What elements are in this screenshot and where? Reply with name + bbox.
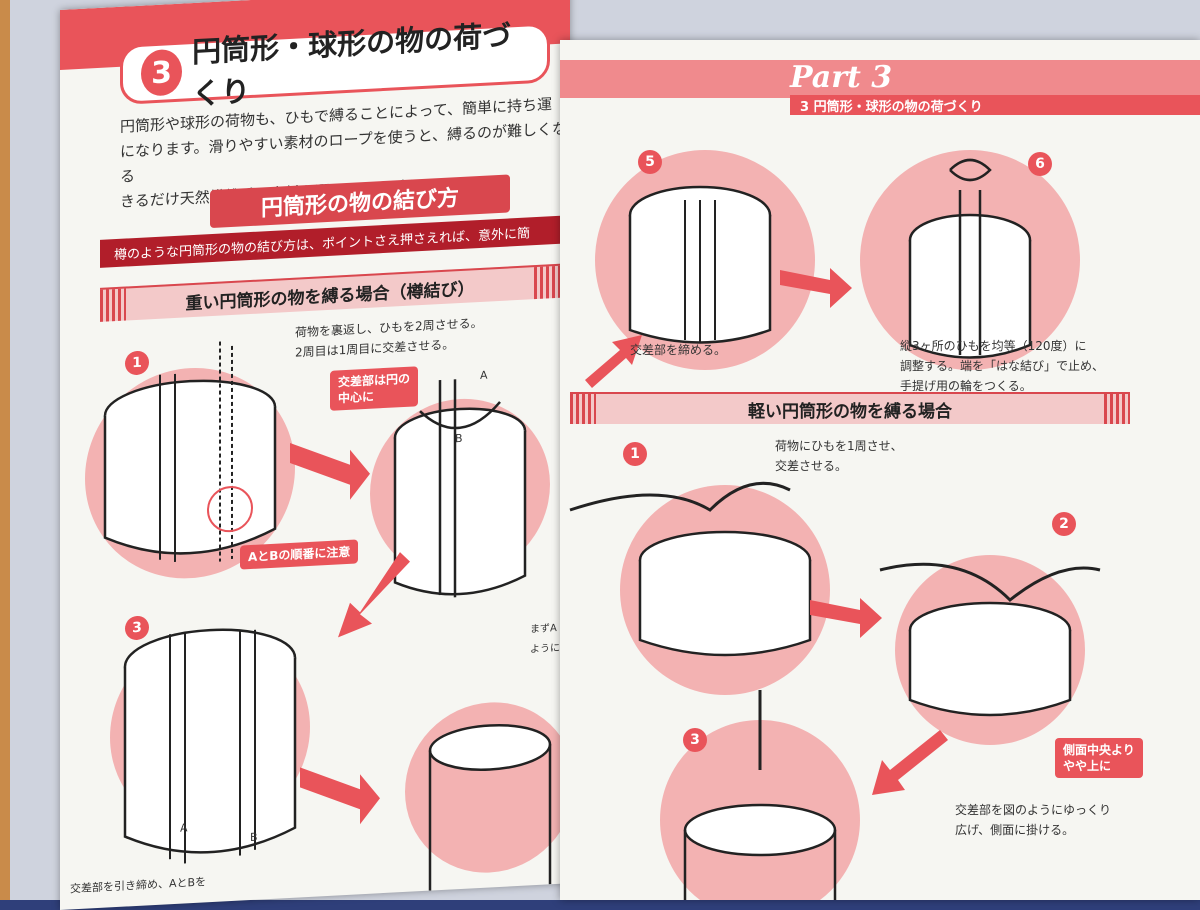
title-number: 3 (141, 48, 183, 97)
section-stripe (1104, 394, 1130, 424)
step-badge: 2 (1052, 512, 1076, 536)
rope-hidden (219, 341, 233, 562)
box-body (683, 830, 837, 900)
step-badge: 3 (683, 728, 707, 752)
step-badge: 6 (1028, 152, 1052, 176)
section-title: 重い円筒形の物を縛る場合（樽結び） (185, 278, 475, 314)
left-page: 3 円筒形・球形の物の荷づくり 円筒形や球形の荷物も、ひもで縛ることによって、簡… (60, 0, 570, 910)
barrel-body (428, 744, 552, 891)
running-head: 3 円筒形・球形の物の荷づくり (790, 95, 1200, 115)
arrow-right (810, 598, 882, 638)
rope (159, 373, 176, 563)
note-side: 側面中央より やや上に (1055, 738, 1143, 778)
step6-caption: 縦3ヶ所のひもを均等（120度）に 調整する。端を「はな結び」で止め、 手提げ用… (900, 339, 1105, 393)
label-a: A (180, 821, 188, 835)
side-fragment: まずA (530, 622, 557, 636)
right-illustrations (569, 150, 1101, 900)
highlight-circle (207, 486, 253, 533)
light-step1-caption: 荷物にひもを1周させ、 交差させる。 (775, 439, 903, 473)
book-edge (0, 0, 12, 900)
label-b: B (250, 830, 258, 845)
label-b: B (455, 431, 463, 446)
loop-knot (949, 158, 992, 355)
rope (569, 481, 791, 512)
barrel-body (103, 406, 277, 555)
arrow-right (780, 268, 852, 308)
barrel-body (123, 657, 297, 854)
section-heavy: 重い円筒形の物を縛る場合（樽結び） (100, 263, 560, 322)
note-center: 交差部は円の 中心に (330, 366, 419, 411)
part-label: Part 3 (790, 60, 893, 95)
rope (169, 629, 256, 864)
step-badge: 5 (638, 150, 662, 174)
heavy-tie-illustrations (85, 341, 570, 891)
rope (419, 379, 501, 598)
arrow-up-right (585, 335, 642, 388)
section-light: 軽い円筒形の物を縛る場合 (570, 392, 1130, 424)
arrow-down-left (872, 730, 948, 795)
rope (879, 562, 1101, 603)
light-step3-caption: 交差部を図のようにゆっくり 広げ、側面に掛ける。 (955, 803, 1112, 837)
intro-strip: 樽のような円筒形の物の結び方は、ポイントさえ押さえれば、意外に簡 (100, 215, 570, 268)
section-stripe (570, 394, 596, 424)
barrel-body (908, 240, 1032, 359)
step5-caption: 交差部を締める。 (630, 343, 727, 357)
right-page: Part 3 3 円筒形・球形の物の荷づくり 5 6 交差部を締める。 (560, 40, 1200, 900)
arrow-right (290, 442, 370, 500)
box-body (638, 560, 812, 657)
arrow-right (300, 767, 380, 825)
box-lid (683, 803, 837, 857)
header-bar (560, 60, 1200, 98)
section-stripe (100, 288, 126, 322)
arrow-down-left (338, 552, 410, 638)
section-stripe (534, 265, 560, 300)
barrel-body (393, 430, 527, 596)
step-badge: 1 (623, 442, 647, 466)
box-body (908, 630, 1072, 717)
label-a: A (480, 368, 488, 382)
section-title: 軽い円筒形の物を縛る場合 (748, 401, 952, 422)
